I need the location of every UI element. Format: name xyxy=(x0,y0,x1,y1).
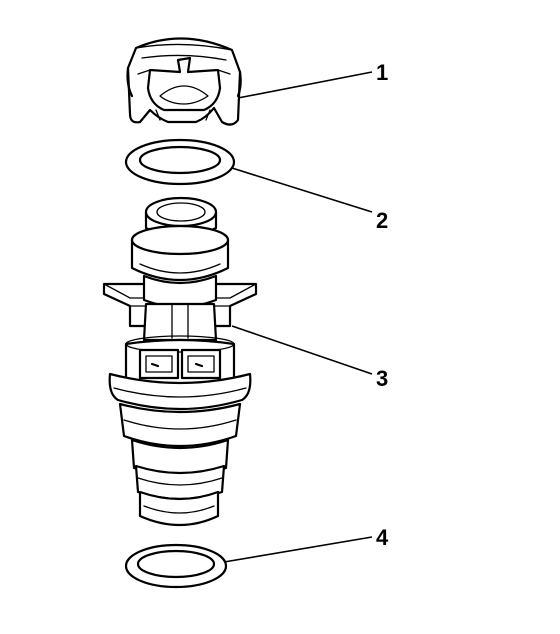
callout-1: 1 xyxy=(376,60,388,85)
callout-2: 2 xyxy=(376,208,388,233)
callout-3: 3 xyxy=(376,366,388,391)
upper-o-ring xyxy=(124,138,236,186)
retainer-clip xyxy=(126,37,242,126)
leader-line-2 xyxy=(231,167,373,213)
callout-4: 4 xyxy=(376,525,389,550)
fuel-injector-body xyxy=(102,196,258,527)
leader-line-1 xyxy=(237,71,373,99)
lower-o-ring xyxy=(124,543,228,589)
leader-line-3 xyxy=(231,325,373,375)
leader-line-4 xyxy=(223,536,373,563)
